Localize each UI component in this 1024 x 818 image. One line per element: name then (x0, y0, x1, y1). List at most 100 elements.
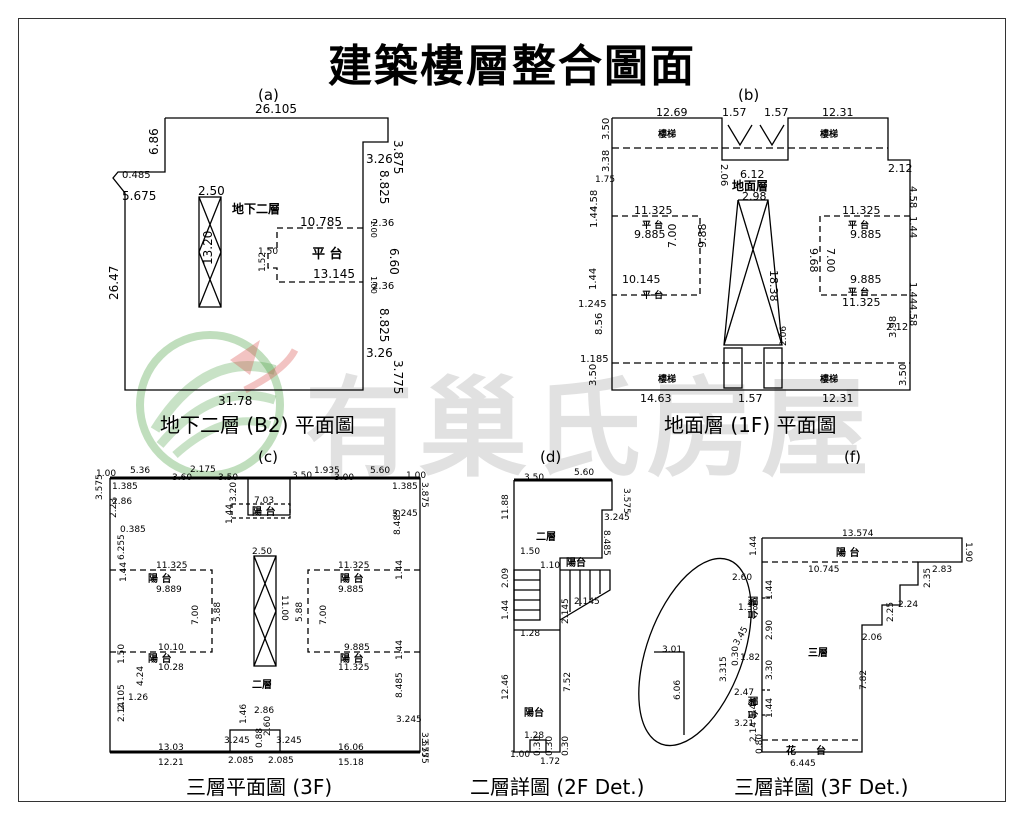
panel-c-letter: (c) (258, 448, 278, 466)
dim: 1.00 (406, 471, 426, 481)
dim: 1.44 (395, 640, 405, 660)
panel-b: (b) 樓梯 樓梯 樓梯 樓梯 平 台 平 台 平 台 平 台 (578, 86, 918, 437)
dim: 1.935 (314, 466, 340, 476)
dim: 9.68 (807, 248, 820, 273)
b2-void-cross-2 (198, 196, 222, 308)
dim: 1.44 (395, 560, 405, 580)
3f-stair-bottom (229, 729, 281, 753)
1f-room-label: 地面層 (732, 178, 768, 193)
dim: 0.385 (120, 525, 146, 535)
3fd-room-label: 三層 (808, 647, 828, 659)
dim: 12.31 (822, 392, 854, 405)
dim: 1.26 (128, 693, 148, 703)
dim: 5.60 (574, 468, 594, 478)
dim: 8.825 (377, 308, 391, 342)
dim: 7.03 (254, 496, 274, 506)
dim: 3.50 (218, 473, 238, 483)
1f-stair-bottom-right (763, 347, 783, 389)
dim: 31.78 (218, 394, 252, 408)
platform-label: 平 台 (848, 286, 869, 298)
dim: 3.245 (392, 509, 418, 519)
dim: 1.44 (765, 698, 775, 718)
dim: 6.255 (117, 534, 127, 560)
dim: 9.885 (338, 585, 364, 595)
dim: 3.21 (734, 719, 754, 729)
dim: 2.175 (190, 465, 216, 475)
b2-outline (112, 117, 389, 391)
platform-label: 平 台 (642, 289, 663, 301)
dim: 7.00 (191, 605, 201, 625)
dim: 26.47 (107, 266, 121, 300)
dim: 2.60 (732, 573, 752, 583)
dim: 1.00 (369, 276, 378, 294)
dim: 1.10 (540, 561, 560, 571)
dim: 9.885 (850, 273, 882, 286)
dim: 4.24 (136, 666, 146, 686)
dim: 10.745 (808, 565, 840, 575)
3f-room-label: 二層 (252, 679, 272, 691)
stair-label: 樓梯 (658, 373, 676, 385)
dim: 2.12 (888, 162, 913, 175)
dim: 5.88 (295, 602, 305, 622)
dim: 3.775 (391, 360, 405, 394)
balcony-label: 陽 台 (148, 572, 171, 585)
dim: 2.06 (718, 164, 729, 186)
balcony-label: 陽 台 (746, 596, 759, 619)
sheet-border (18, 18, 1006, 802)
dim: 9.885 (634, 228, 666, 241)
panel-f: (f) 陽 台 陽 台 陽 台 三層 花 台 13.574 1.44 1.90 … (638, 448, 973, 799)
dim: 3.575 (419, 738, 429, 764)
dim: 2.085 (228, 756, 254, 766)
platform-label: 平 台 (848, 219, 869, 231)
dim: 11.325 (338, 561, 370, 571)
dim: 3.26 (366, 346, 393, 360)
dim: 2.50 (198, 184, 225, 198)
dim: 4.58 (907, 304, 918, 326)
panel-d-letter: (d) (540, 448, 561, 466)
dim: 7.82 (859, 670, 869, 690)
2f-stair-left (513, 569, 541, 621)
dim: 11.325 (842, 296, 881, 309)
balcony-label: 陽 台 (252, 505, 275, 518)
dim: 4.58 (907, 186, 918, 208)
dim: 3.38 (601, 150, 612, 172)
balcony-label: 陽台 (524, 706, 544, 719)
2f-stair-right (559, 569, 611, 621)
dim: 5.60 (370, 466, 390, 476)
dim: 3.50 (898, 364, 909, 386)
3fd-void-dim (654, 651, 685, 735)
dim: 4.58 (589, 190, 600, 212)
dim: 3.875 (391, 140, 405, 174)
1f-void-cross (737, 199, 783, 346)
dim: 3.98 (888, 316, 899, 338)
dim: 1.52 (258, 252, 268, 272)
1f-platform-right (819, 215, 910, 296)
dim: 2.09 (501, 568, 511, 588)
balcony-label: 陽 台 (148, 652, 171, 665)
dim: 11.325 (634, 204, 673, 217)
dim: 8.485 (395, 672, 405, 698)
dim: 2.86 (112, 497, 132, 507)
dim: 10.10 (158, 643, 184, 653)
panel-d-caption: 二層詳圖 (2F Det.) (470, 775, 644, 799)
3f-void (253, 555, 277, 667)
dim: 2.06 (862, 633, 882, 643)
dim: 14.63 (640, 392, 672, 405)
dim: 12.21 (158, 758, 184, 768)
dim: 0.485 (122, 170, 151, 181)
balcony-label: 陽台 (566, 556, 586, 569)
dim: 6.445 (790, 759, 816, 769)
panel-b-letter: (b) (738, 86, 759, 104)
dim: 3.30 (765, 660, 775, 680)
dim: 10.145 (622, 273, 661, 286)
dim: 8.56 (594, 313, 605, 335)
dim: 3.575 (621, 488, 631, 514)
dim: 1.44 (501, 600, 511, 620)
dim: 1.385 (112, 482, 138, 492)
dim: 18.38 (767, 270, 780, 302)
dim: 1.44 (749, 698, 759, 718)
panel-a-letter: (a) (258, 86, 279, 104)
dim: 3.875 (419, 482, 429, 508)
dim: 3.50 (588, 364, 599, 386)
